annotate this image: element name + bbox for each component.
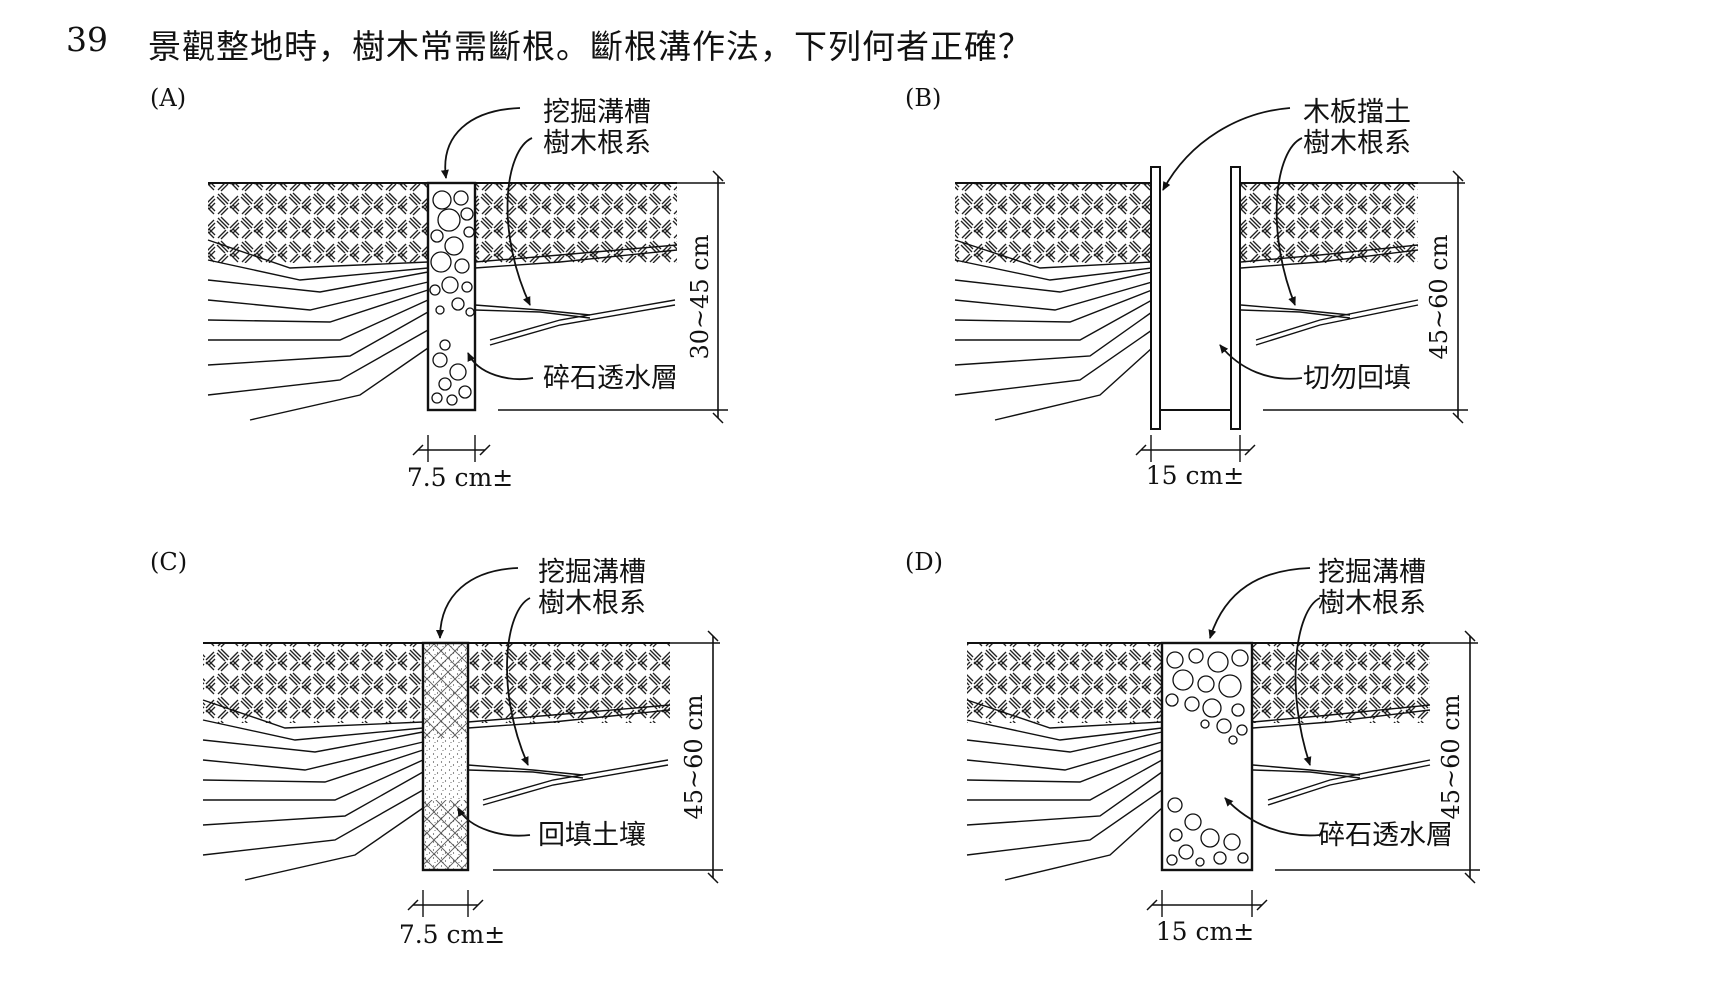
depth-label-a: 30~45 cm <box>686 234 714 359</box>
root-lines-right-c <box>467 704 671 806</box>
panel-b: 木板擋土 樹木根系 切勿回填 45~60 cm 15 cm± <box>954 97 1468 490</box>
width-label-a: 7.5 cm± <box>407 463 513 492</box>
panel-a: 挖掘溝槽 樹木根系 碎石透水層 30~45 cm 7.5 cm± <box>207 97 728 492</box>
width-label-d: 15 cm± <box>1156 917 1254 946</box>
root-lines-right-d <box>1252 704 1431 806</box>
question-text: 景觀整地時，樹木常需斷根。斷根溝作法，下列何者正確？ <box>148 27 1032 66</box>
callout-bottom-b: 切勿回填 <box>1303 363 1411 394</box>
callout-top-c: 挖掘溝槽 <box>538 557 646 588</box>
depth-label-d: 45~60 cm <box>1437 694 1465 819</box>
root-lines-left-a <box>207 239 429 421</box>
callout-top-b: 木板擋土 <box>1303 97 1411 128</box>
callout-roots-b: 樹木根系 <box>1303 128 1411 159</box>
depth-label-b: 45~60 cm <box>1425 234 1453 359</box>
trench-b <box>1153 183 1231 410</box>
callout-bottom-c: 回填土壤 <box>538 820 646 851</box>
board-left-b <box>1150 166 1161 430</box>
root-lines-right-a <box>474 244 678 346</box>
callout-bottom-d: 碎石透水層 <box>1318 820 1453 851</box>
panel-d: 挖掘溝槽 樹木根系 碎石透水層 45~60 cm 15 cm± <box>966 557 1480 946</box>
depth-label-c: 45~60 cm <box>680 694 708 819</box>
question-number: 39 <box>66 20 108 59</box>
width-label-c: 7.5 cm± <box>399 920 505 949</box>
callout-roots-a: 樹木根系 <box>543 128 651 159</box>
trench-a <box>426 181 477 412</box>
width-label-b: 15 cm± <box>1146 461 1244 490</box>
board-right-b <box>1230 166 1241 430</box>
callout-roots-c: 樹木根系 <box>538 588 646 619</box>
root-lines-left-b <box>954 239 1153 421</box>
option-a-letter: (A) <box>150 84 187 112</box>
callout-roots-d: 樹木根系 <box>1318 588 1426 619</box>
panel-c: 挖掘溝槽 樹木根系 回填土壤 45~60 cm 7.5 cm± <box>202 557 723 949</box>
option-b-letter: (B) <box>905 84 942 112</box>
gravel-d <box>1165 648 1249 867</box>
trench-c <box>421 641 470 872</box>
callout-top-d: 挖掘溝槽 <box>1318 557 1426 588</box>
root-lines-left-d <box>966 699 1163 881</box>
root-lines-right-b <box>1240 244 1419 346</box>
root-lines-left-c <box>202 699 424 881</box>
option-c-letter: (C) <box>150 548 188 576</box>
callout-top-a: 挖掘溝槽 <box>543 97 651 128</box>
option-d-letter: (D) <box>905 548 943 576</box>
trench-d <box>1160 641 1254 872</box>
gravel-a <box>429 190 475 406</box>
callout-bottom-a: 碎石透水層 <box>543 363 678 394</box>
